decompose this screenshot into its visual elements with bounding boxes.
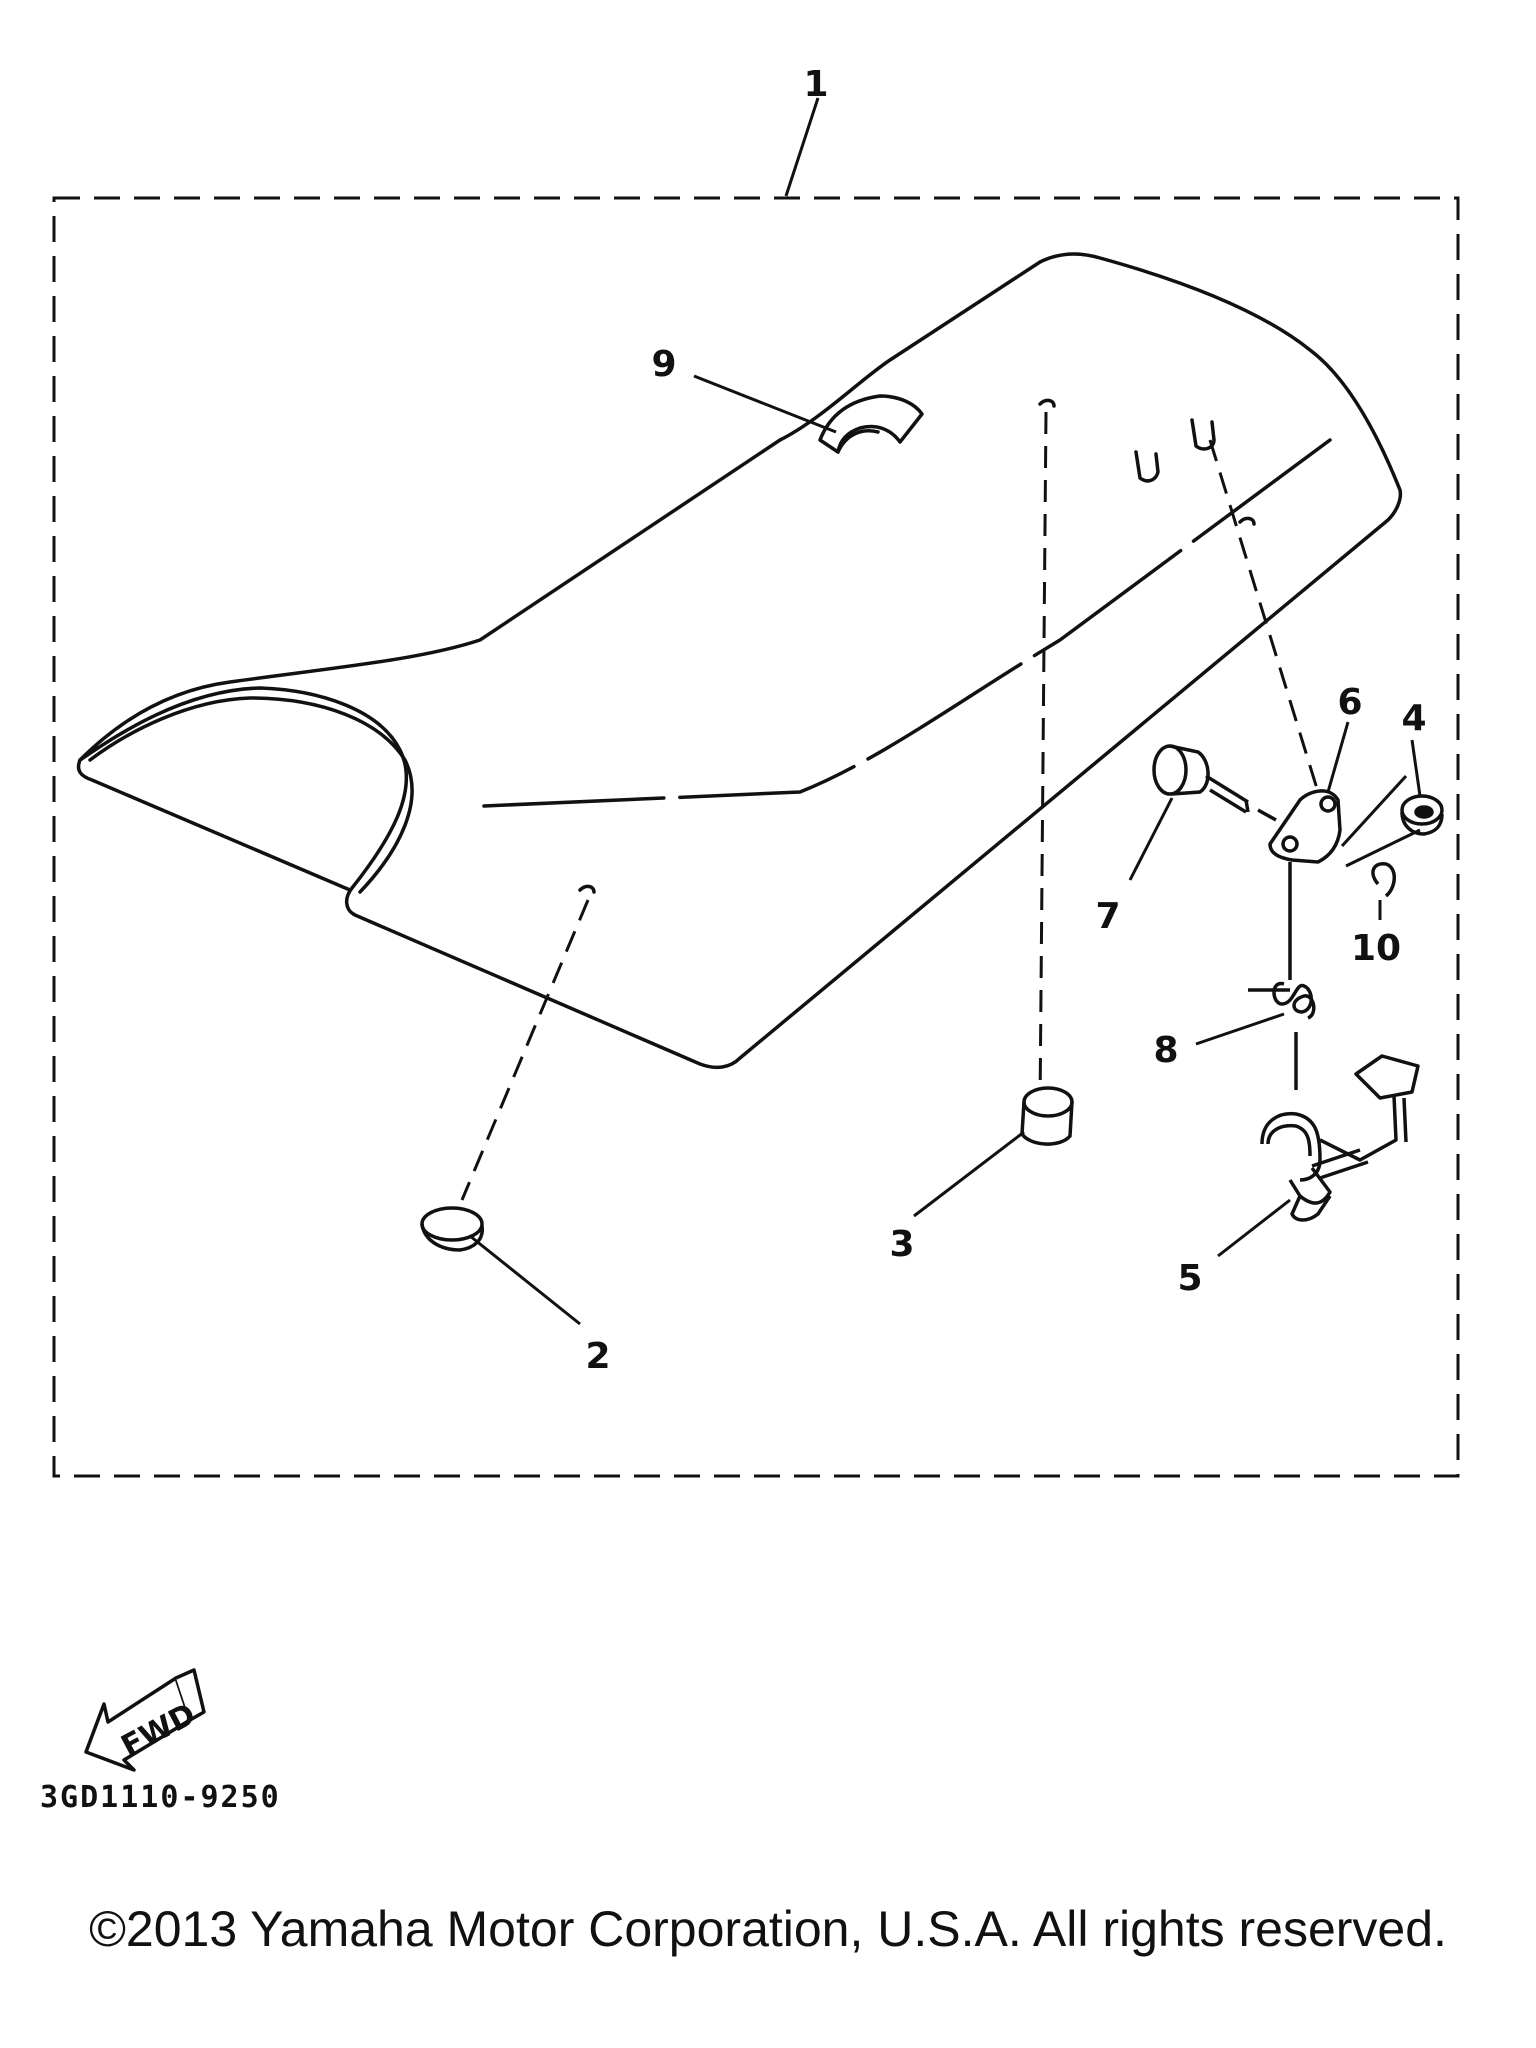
- clip-part-10: [1371, 862, 1396, 898]
- assembly-lines: [460, 411, 1320, 1201]
- assembly-boundary: [52, 196, 1460, 1478]
- callout-10: 10: [1351, 928, 1401, 969]
- callout-6: 6: [1337, 682, 1362, 723]
- callout-8: 8: [1153, 1030, 1178, 1071]
- damper-part-3: [1020, 1086, 1074, 1146]
- callout-7: 7: [1095, 896, 1120, 937]
- callout-2: 2: [585, 1336, 610, 1377]
- callout-labels: 1 2 3 4 5 6 7 8 9 10: [585, 64, 1426, 1377]
- callout-3: 3: [889, 1224, 914, 1265]
- seat-assembly: [76, 252, 1403, 1070]
- lock-hook-part-5: [1260, 1054, 1420, 1222]
- spring-part-8: [1248, 862, 1316, 1090]
- part-code: 3GD1110-9250: [40, 1780, 281, 1815]
- grommet-part-4: [1400, 794, 1444, 836]
- leader-lines: [469, 97, 1422, 1326]
- fwd-arrow-icon: FWD: [84, 1668, 206, 1772]
- callout-4: 4: [1401, 698, 1426, 739]
- callout-1: 1: [803, 64, 828, 105]
- callout-5: 5: [1177, 1258, 1202, 1299]
- callout-9: 9: [651, 344, 676, 385]
- copyright-notice: ©2013 Yamaha Motor Corporation, U.S.A. A…: [89, 1901, 1447, 1957]
- damper-part-2: [420, 1206, 484, 1252]
- pin-part-7: [1152, 744, 1250, 814]
- bracket-part-6: [1257, 789, 1342, 864]
